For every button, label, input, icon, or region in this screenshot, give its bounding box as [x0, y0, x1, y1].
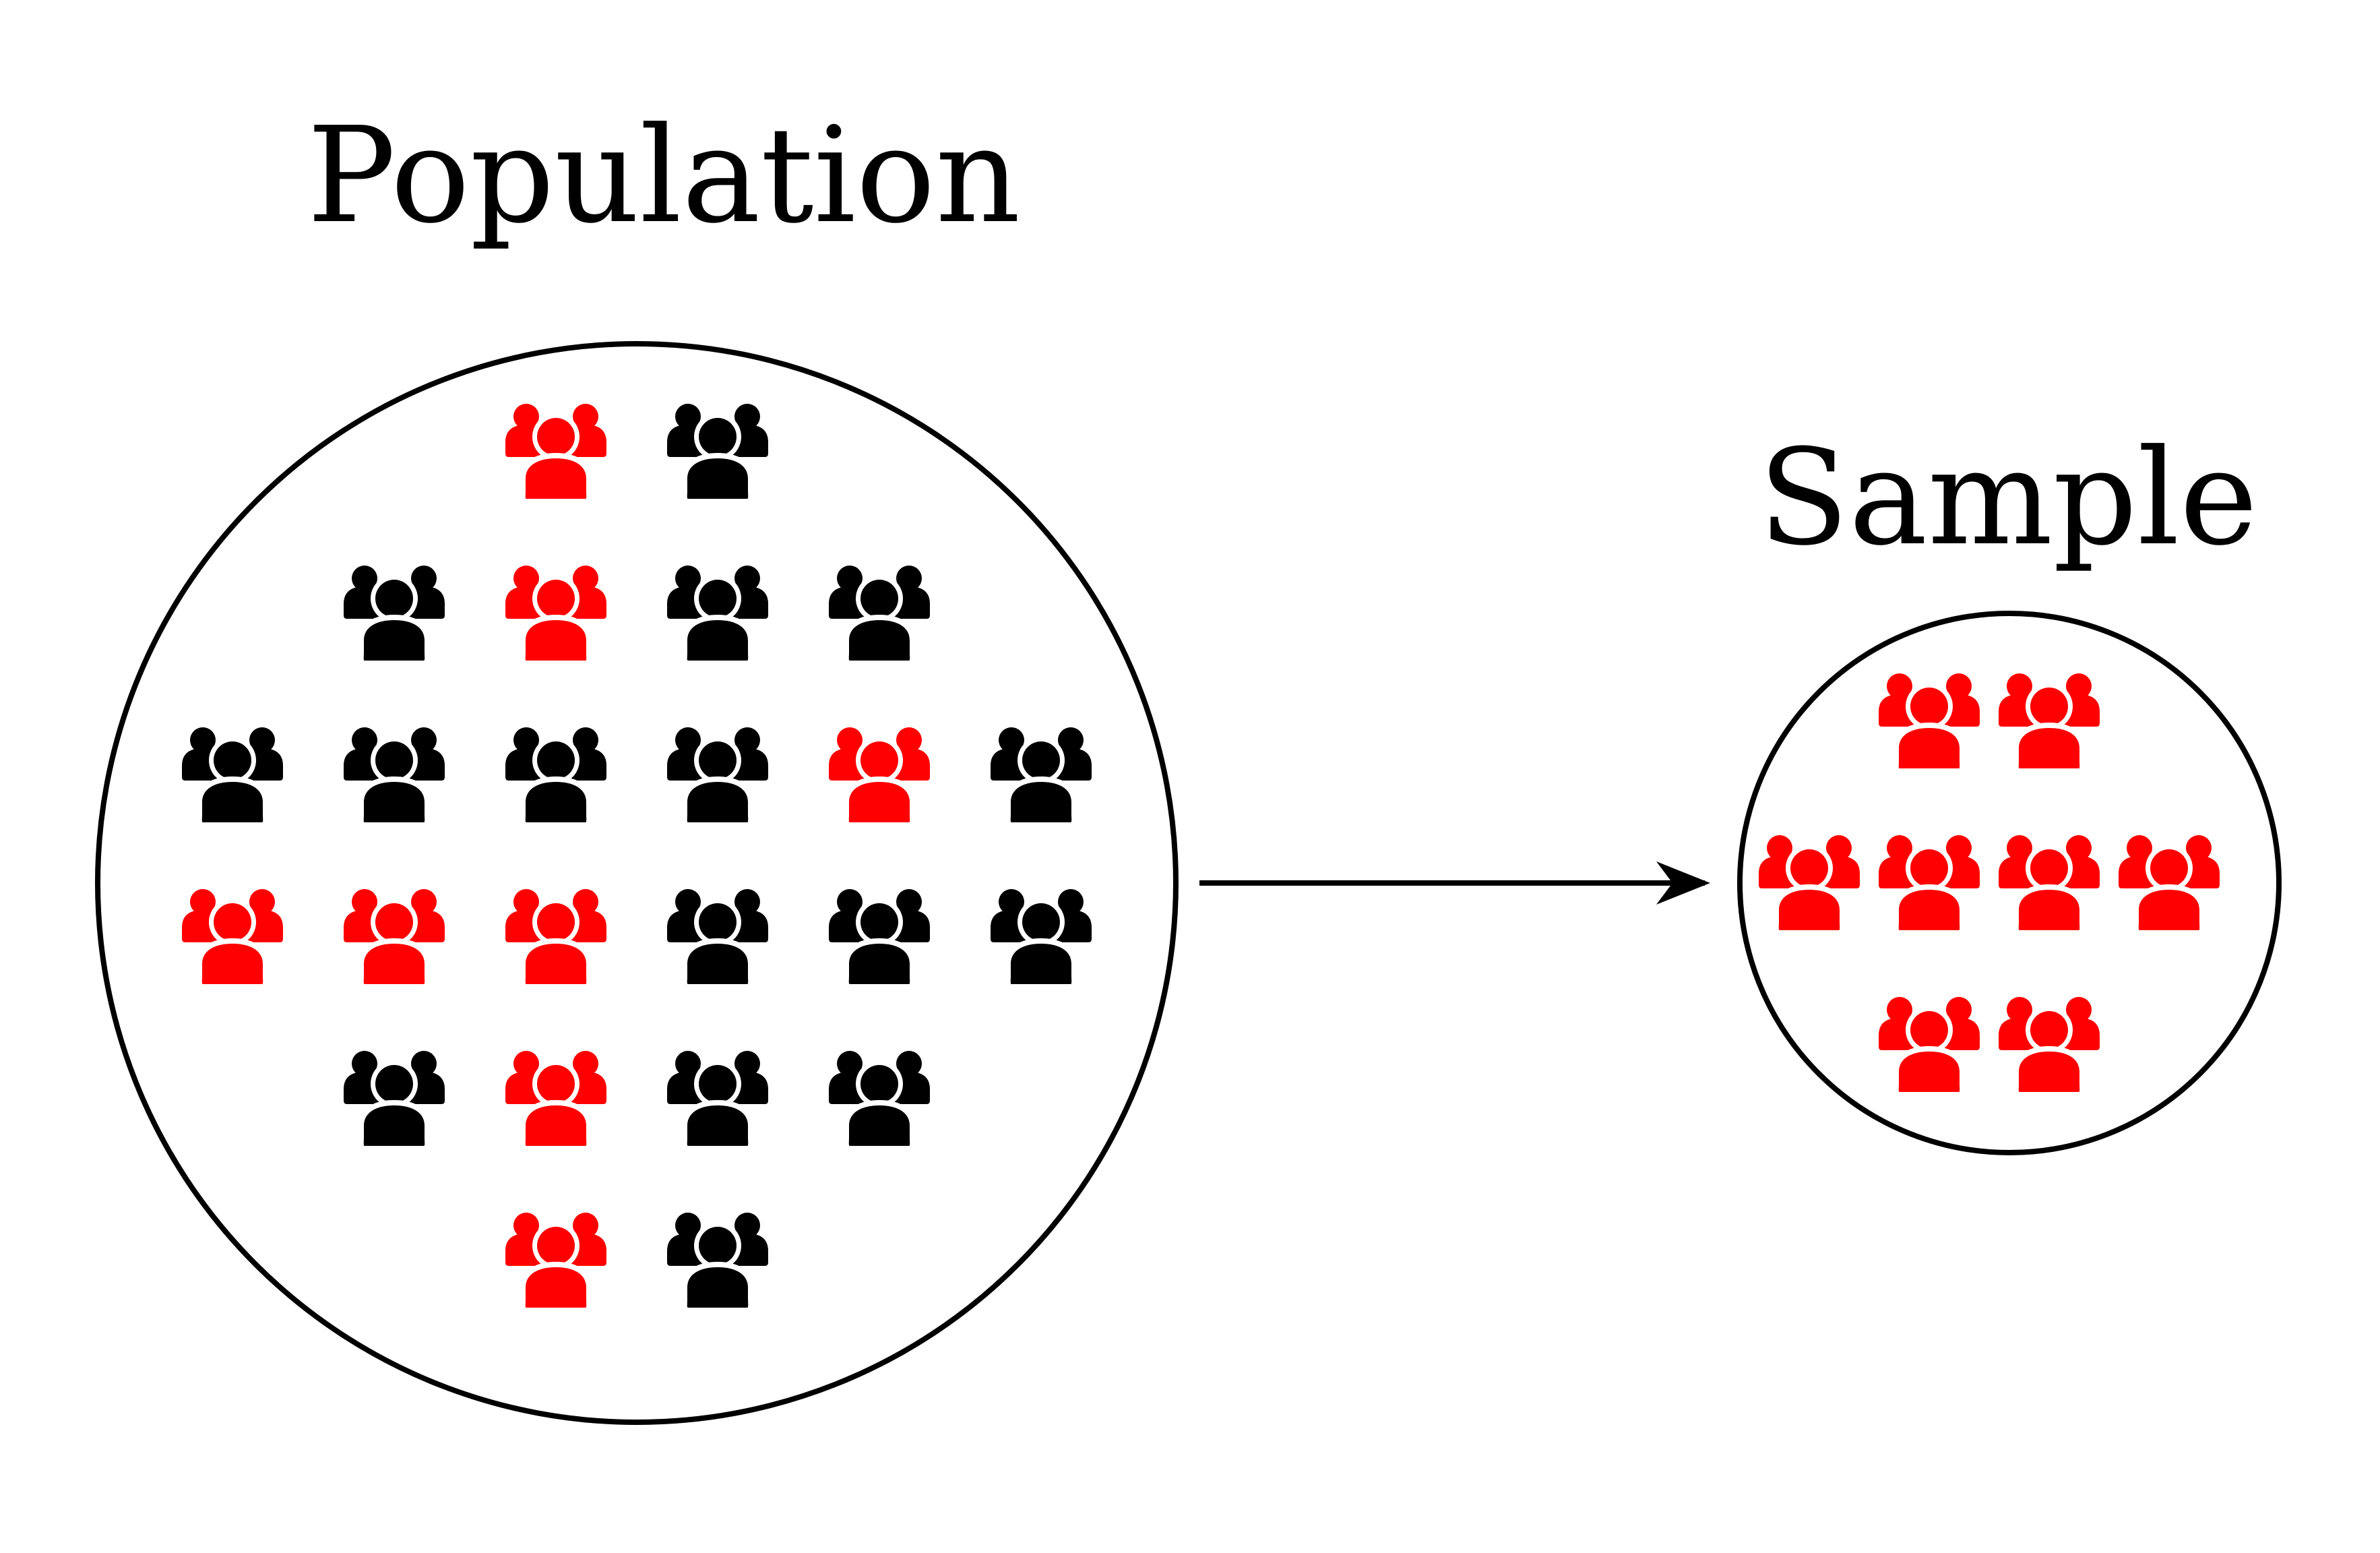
black-people-group-icon [991, 889, 1092, 984]
black-people-group-icon [505, 727, 606, 822]
red-people-group-icon [1879, 835, 1980, 930]
sample-title: Sample [1758, 421, 2257, 575]
black-people-group-icon [667, 1051, 768, 1146]
population-icons [182, 404, 1092, 1308]
red-people-group-icon [1879, 997, 1980, 1092]
red-people-group-icon [505, 1051, 606, 1146]
red-people-group-icon [1999, 673, 2100, 768]
red-people-group-icon [344, 889, 445, 984]
population-circle [95, 341, 1179, 1425]
sample-icons [1759, 673, 2220, 1092]
black-people-group-icon [667, 566, 768, 661]
black-people-group-icon [829, 889, 930, 984]
red-people-group-icon [829, 727, 930, 822]
black-people-group-icon [667, 1213, 768, 1308]
sample-circle [1737, 611, 2282, 1155]
black-people-group-icon [991, 727, 1092, 822]
red-people-group-icon [2119, 835, 2220, 930]
black-people-group-icon [182, 727, 283, 822]
black-people-group-icon [667, 727, 768, 822]
black-people-group-icon [667, 889, 768, 984]
black-people-group-icon [344, 1051, 445, 1146]
red-people-group-icon [1999, 997, 2100, 1092]
red-people-group-icon [505, 404, 606, 499]
red-people-group-icon [1759, 835, 1860, 930]
red-people-group-icon [505, 566, 606, 661]
red-people-group-icon [1999, 835, 2100, 930]
red-people-group-icon [182, 889, 283, 984]
black-people-group-icon [829, 566, 930, 661]
red-people-group-icon [505, 1213, 606, 1308]
black-people-group-icon [829, 1051, 930, 1146]
black-people-group-icon [344, 566, 445, 661]
population-title: Population [307, 99, 1021, 253]
black-people-group-icon [344, 727, 445, 822]
black-people-group-icon [667, 404, 768, 499]
red-people-group-icon [1879, 673, 1980, 768]
red-people-group-icon [505, 889, 606, 984]
